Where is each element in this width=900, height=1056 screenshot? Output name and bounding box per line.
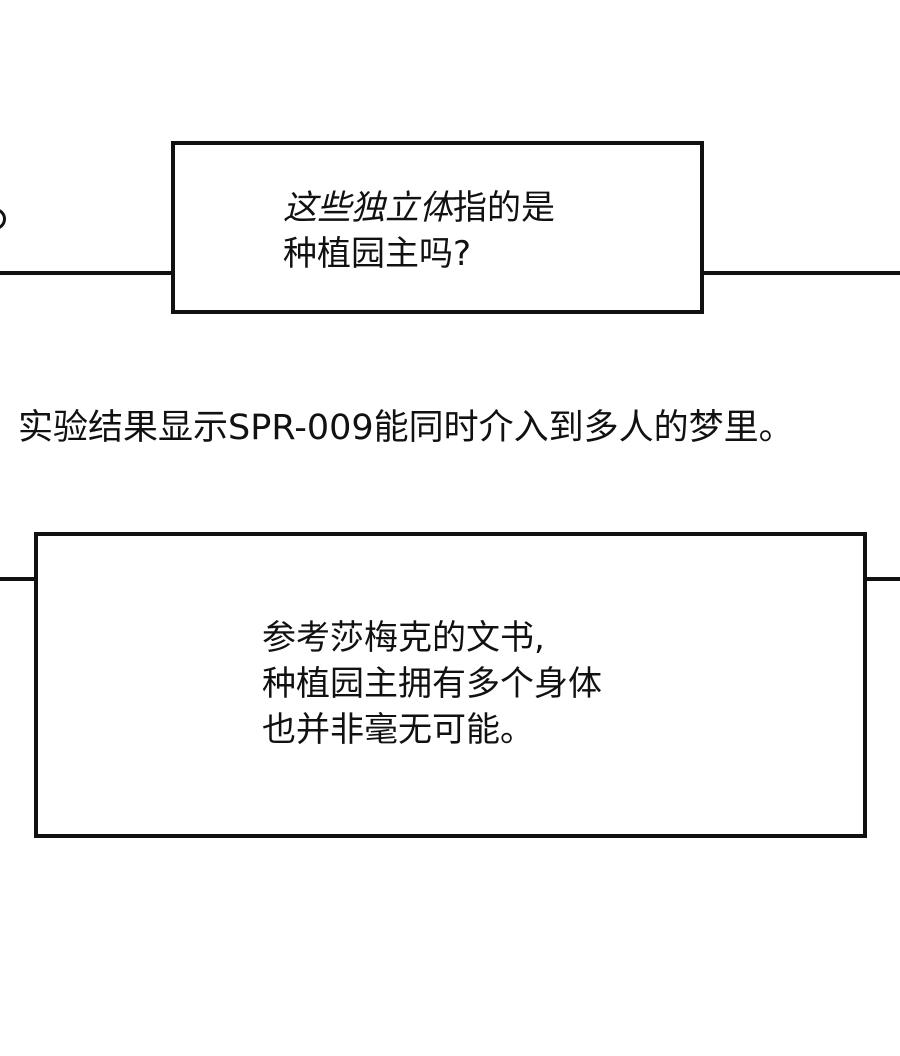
connector-line-top-left bbox=[0, 271, 174, 275]
connector-line-bottom-left bbox=[0, 577, 38, 581]
cropped-bracket-fragment bbox=[0, 208, 6, 230]
dialogue-line-1: 参考莎梅克的文书, bbox=[262, 618, 545, 658]
narration-caption: 实验结果显示SPR-009能同时介入到多人的梦里。 bbox=[18, 408, 794, 448]
dialogue-line-1-rest: 指的是 bbox=[453, 188, 555, 228]
dialogue-box-bottom: 参考莎梅克的文书, 种植园主拥有多个身体 也并非毫无可能。 bbox=[34, 532, 867, 838]
dialogue-line-1: 这些独立体指的是 bbox=[283, 185, 555, 231]
dialogue-line-3: 也并非毫无可能。 bbox=[262, 710, 534, 750]
dialogue-text-bottom: 参考莎梅克的文书, 种植园主拥有多个身体 也并非毫无可能。 bbox=[262, 615, 602, 753]
dialogue-text-top: 这些独立体指的是 种植园主吗? bbox=[283, 185, 555, 277]
dialogue-line-1-italic: 这些独立体 bbox=[283, 188, 453, 228]
connector-line-bottom-right bbox=[862, 577, 900, 581]
dialogue-box-top: 这些独立体指的是 种植园主吗? bbox=[171, 141, 704, 314]
connector-line-top-right bbox=[700, 271, 900, 275]
dialogue-line-2: 种植园主吗? bbox=[283, 234, 472, 274]
dialogue-line-2: 种植园主拥有多个身体 bbox=[262, 664, 602, 704]
